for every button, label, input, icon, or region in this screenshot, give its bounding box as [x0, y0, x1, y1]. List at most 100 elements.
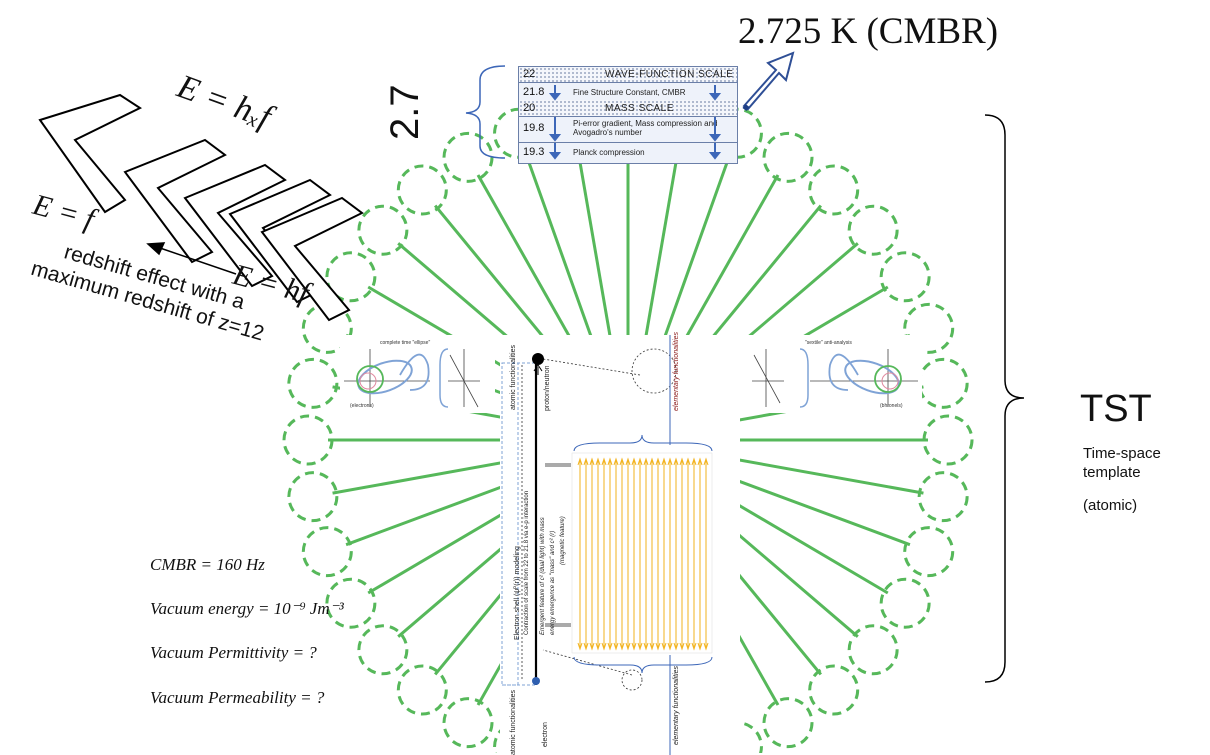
yellow-field-arrowheads: [577, 457, 583, 651]
chevron-1: [38, 93, 143, 214]
equation-cmbr: CMBR = 160 Hz: [150, 555, 265, 574]
equation-vacuum-energy: Vacuum energy = 10⁻⁹ Jm⁻³: [150, 599, 344, 618]
yellow-field-arrowheads: [583, 457, 589, 651]
tst-title: TST: [1080, 388, 1152, 430]
yellow-field-arrowheads: [679, 457, 685, 651]
yellow-field-arrowheads: [631, 457, 637, 651]
dashed-circle: [808, 664, 860, 716]
inset-left-caption: complete time "ellipse": [380, 340, 431, 346]
range-brace: [465, 65, 506, 159]
dashed-circle: [396, 164, 448, 216]
inset-right-caption: "sextile" anti-analysis: [805, 340, 852, 346]
dashed-circle: [282, 414, 334, 466]
scale-row-num: 19.8: [523, 122, 545, 134]
dashed-circle: [903, 526, 955, 578]
yellow-field-arrowheads: [649, 457, 655, 651]
elementary-functionalities-bottom: elementary functionalities: [673, 666, 680, 745]
tst-subtitle: Time-space template: [1083, 444, 1161, 482]
scale-arrows: [548, 85, 722, 160]
dashed-circle: [325, 577, 377, 629]
atomic-inset: complete time "ellipse" "sextile" anti-a…: [340, 332, 922, 755]
energy-emergence-label: energy emergence as "mass" and c² (r): [550, 530, 556, 635]
dashed-circle: [762, 697, 814, 749]
chevron-4: [228, 178, 332, 304]
proton-neutron-label: proton/neutron: [544, 365, 551, 411]
dashed-circle: [917, 357, 969, 409]
yellow-field-arrowheads: [697, 457, 703, 651]
yellow-field-arrowheads: [685, 457, 691, 651]
scale-row-label: WAVE-FUNCTION SCALE: [605, 69, 734, 80]
electron-label: electron: [542, 722, 549, 747]
cmbr-arrow: [742, 51, 795, 111]
dashed-circle: [903, 302, 955, 354]
scale-row-label: Planck compression: [573, 148, 645, 157]
yellow-field-arrowheads: [703, 457, 709, 651]
yellow-field-arrowheads: [607, 457, 613, 651]
dashed-circle: [917, 471, 969, 523]
scale-row: 20 MASS SCALE: [519, 100, 737, 117]
redshift-arrow: [146, 242, 237, 275]
chevron-3: [183, 163, 287, 288]
yellow-field-arrowheads: [613, 457, 619, 651]
scale-row-num: 21.8: [523, 86, 545, 98]
dashed-circle: [879, 251, 931, 303]
atomic-inset-drawing: [340, 335, 922, 755]
yellow-field-arrowheads: [655, 457, 661, 651]
atomic-functionalities-top: atomic functionalities: [510, 345, 517, 410]
dashed-circle: [442, 697, 494, 749]
equation-vacuum-permittivity: Vacuum Permittivity = ?: [150, 643, 317, 662]
dashed-circle: [325, 251, 377, 303]
scale-row: 19.8 Pi-error gradient, Mass compression…: [519, 116, 737, 143]
yellow-field-arrowheads: [667, 457, 673, 651]
equation-vacuum-permeability: Vacuum Permeability = ?: [150, 688, 325, 707]
atomic-functionalities-bottom: atomic functionalities: [510, 690, 517, 755]
tst-brace: [984, 114, 1025, 683]
yellow-field-arrowheads: [589, 457, 595, 651]
dashed-circle: [847, 204, 899, 256]
yellow-field-lines: [577, 457, 709, 651]
elementary-functionalities-top: elementary functionalities: [673, 332, 680, 411]
yellow-field-arrowheads: [601, 457, 607, 651]
yellow-field-arrowheads: [595, 457, 601, 651]
cmbr-temperature-label: 2.725 K (CMBR): [738, 11, 999, 52]
yellow-field-arrowheads: [643, 457, 649, 651]
dashed-circle: [762, 131, 814, 183]
chevron-5: [260, 196, 364, 322]
dashed-circle: [301, 526, 353, 578]
yellow-field-arrowheads: [661, 457, 667, 651]
scale-table: 22 WAVE-FUNCTION SCALE 21.8 Fine Structu…: [518, 66, 738, 164]
tst-subtitle-line-1: Time-space: [1083, 445, 1161, 462]
scale-row: 19.3 Planck compression: [519, 142, 737, 162]
dashed-circle: [922, 414, 974, 466]
electron-shell-label: Electron shell (ψᴾ(r)) modeling: [514, 546, 521, 640]
dashed-circle: [879, 577, 931, 629]
scale-row-num: 20: [523, 102, 536, 114]
inset-electron-left: (electrons): [350, 403, 374, 409]
emergent-feature-label: Emergent feature of c² (dual light) with…: [540, 517, 546, 635]
dashed-circle: [287, 357, 339, 409]
yellow-field-arrowheads: [673, 457, 679, 651]
range-label: 2.7: [383, 84, 427, 140]
scale-row: 22 WAVE-FUNCTION SCALE: [519, 67, 737, 83]
scale-row-label: Fine Structure Constant, CMBR: [573, 88, 686, 97]
dashed-circle: [847, 624, 899, 676]
magnetic-feature-label: (magnetic feature): [560, 516, 566, 565]
dashed-circle: [396, 664, 448, 716]
tst-subtitle-line-2: template: [1083, 464, 1141, 481]
yellow-field-arrowheads: [637, 457, 643, 651]
scale-row-label: MASS SCALE: [605, 103, 674, 114]
scale-row-label: Pi-error gradient, Mass compression and …: [573, 119, 718, 137]
dashed-circle: [287, 471, 339, 523]
yellow-field-arrowheads: [619, 457, 625, 651]
inset-electron-right: (bhronels): [880, 403, 903, 409]
dashed-circle: [808, 164, 860, 216]
scale-row-num: 19.3: [523, 146, 545, 158]
dashed-circle: [357, 204, 409, 256]
tst-qualifier: (atomic): [1083, 497, 1138, 514]
yellow-field-arrowheads: [625, 457, 631, 651]
yellow-field-arrowheads: [691, 457, 697, 651]
dashed-circle: [357, 624, 409, 676]
chevron-2: [123, 138, 227, 264]
contraction-label: Contraction of scale from 22 to 21.8 via…: [524, 490, 530, 635]
